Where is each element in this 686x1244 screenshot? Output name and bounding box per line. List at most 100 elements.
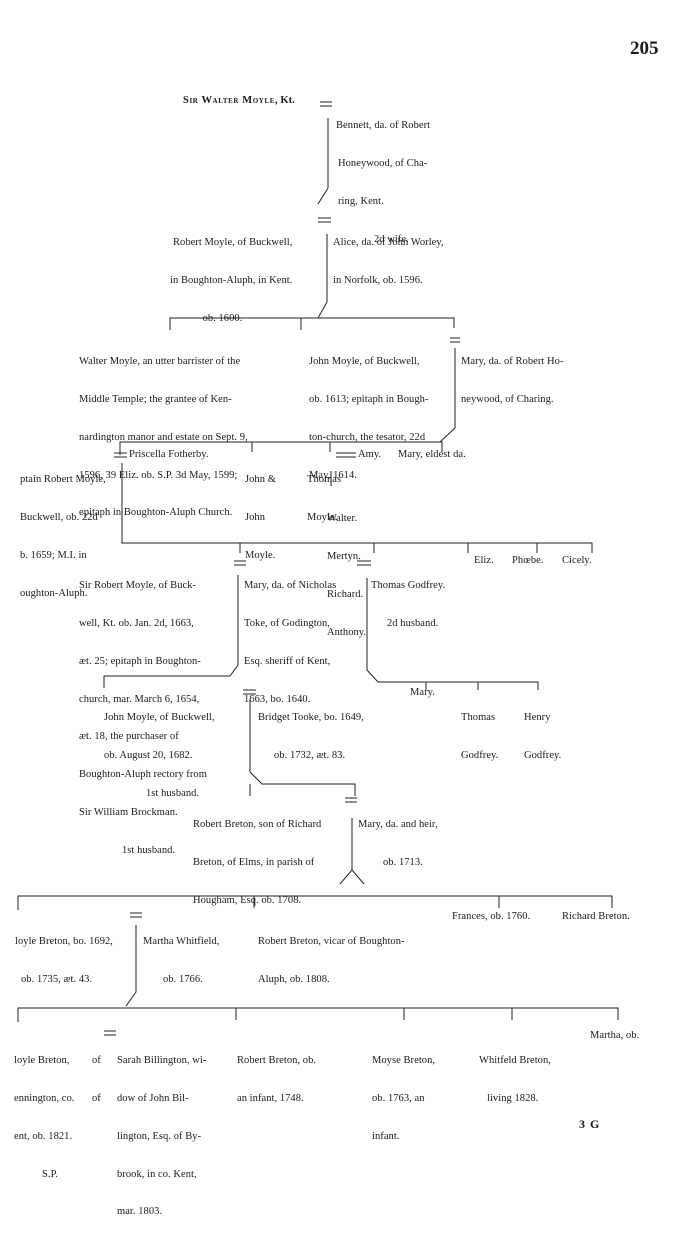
entry-line: 1596, 39 Eliz. ob. S.P. 3d May, 1599; — [79, 469, 238, 481]
entry-line: Robert Breton, ob. — [237, 1055, 317, 1067]
mary-toke-entry: Mary, da. of Nicholas Toke, of Godington… — [244, 555, 336, 731]
bridget-tooke-entry: Bridget Tooke, bo. 1649, ob. 1732, æt. 8… — [258, 687, 364, 788]
of-column: of of — [92, 1030, 103, 1131]
entry-line: Thomas Godfrey. — [371, 580, 446, 592]
thomas-moyle-children-list: Walter. Mertyn. Richard. Anthony. — [327, 488, 366, 664]
entry-line: Whitfeld Breton, — [479, 1055, 551, 1067]
thomas-godfrey-entry: Thomas Godfrey. 2d husband. — [371, 555, 445, 656]
entry-line: Bennett, da. of Robert — [336, 120, 431, 132]
entry-line: oughton-Aluph. — [20, 587, 88, 599]
entry-line: Aluph, ob. 1808. — [258, 973, 330, 985]
captain-robert-moyle-entry: ptain Robert Moyle, Buckwell, ob. 22d b.… — [20, 449, 106, 625]
moyse-breton-entry: Moyse Breton, ob. 1763, an infant. — [372, 1030, 435, 1169]
entry-line: Mary, da. and heir, — [358, 819, 438, 831]
moyle-breton-1821-entry: loyle Breton, ennington, co. ent, ob. 18… — [14, 1030, 74, 1206]
entry-line: Honeywood, of Cha- — [338, 157, 428, 169]
entry-line: Thomas — [461, 712, 496, 724]
eliz-entry: Eliz. — [474, 555, 494, 566]
entry-line: Breton, of Elms, in parish of — [193, 856, 315, 868]
entry-line: Sarah Billington, wi- — [117, 1055, 207, 1067]
walter-moyle-barrister-entry: Walter Moyle, an utter barrister of the … — [79, 331, 248, 545]
richard-breton-entry: Richard Breton. — [562, 911, 630, 922]
entry-line: Hougham, Esq. ob. 1708. — [193, 894, 302, 906]
entry-line: æt. 25; epitaph in Boughton- — [79, 655, 201, 667]
entry-line: Robert Breton, son of Richard — [193, 819, 322, 831]
entry-line: ob. 1732, æt. 83. — [274, 749, 346, 761]
sir-walter-moyle-name: Sir Walter Moyle — [183, 95, 276, 106]
sarah-billington-entry: Sarah Billington, wi- dow of John Bil- l… — [117, 1030, 206, 1244]
entry-line: ob. August 20, 1682. — [104, 749, 193, 761]
cicely-entry: Cicely. — [562, 555, 592, 566]
martha-whitfield-entry: Martha Whitfield, ob. 1766. — [143, 911, 219, 1012]
entry-line: ennington, co. — [14, 1092, 75, 1104]
robert-breton-vicar-entry: Robert Breton, vicar of Boughton- Aluph,… — [258, 911, 405, 1012]
whitfeld-breton-entry: Whitfeld Breton, living 1828. — [479, 1030, 551, 1131]
entry-line: Walter. — [327, 513, 358, 525]
entry-line: church, mar. March 6, 1654, — [79, 693, 200, 705]
entry-line: ring, Kent. — [338, 195, 384, 207]
entry-line: of — [92, 1092, 101, 1104]
john-moyle-testator-entry: John Moyle, of Buckwell, ob. 1613; epita… — [309, 331, 428, 507]
entry-line: Walter Moyle, an utter barrister of the — [79, 356, 241, 368]
robert-moyle-entry: Robert Moyle, of Buckwell, in Boughton-A… — [170, 212, 292, 351]
entry-line: ptain Robert Moyle, — [20, 474, 106, 486]
entry-line: Middle Temple; the grantee of Ken- — [79, 393, 232, 405]
entry-line: John Moyle, of Buckwell, — [104, 712, 215, 724]
entry-line: Martha Whitfield, — [143, 936, 220, 948]
john-and-john-moyle-entry: John & John Moyle. — [245, 449, 276, 588]
entry-line: Mary, da. of Nicholas — [244, 580, 337, 592]
entry-line: loyle Breton, — [14, 1055, 70, 1067]
entry-line: Bridget Tooke, bo. 1649, — [258, 712, 364, 724]
entry-line: Alice, da. of John Worley, — [333, 237, 444, 249]
mary-honeywood-entry: Mary, da. of Robert Ho- neywood, of Char… — [461, 331, 564, 432]
entry-line: Buckwell, ob. 22d — [20, 511, 98, 523]
entry-line: May, 1614. — [309, 469, 357, 481]
entry-line: ob. 1713. — [383, 856, 423, 868]
entry-line: in Norfolk, ob. 1596. — [333, 274, 423, 286]
entry-line: Sir Robert Moyle, of Buck- — [79, 580, 197, 592]
entry-line: Moyse Breton, — [372, 1055, 436, 1067]
entry-line: Mertyn. — [327, 550, 361, 562]
john-moyle-1682-entry: John Moyle, of Buckwell, ob. August 20, … — [104, 687, 215, 826]
entry-line: an infant, 1748. — [237, 1092, 304, 1104]
robert-breton-entry: Robert Breton, son of Richard Breton, of… — [193, 794, 321, 933]
thomas-moyle-entry: Thomas Moyle. — [307, 449, 341, 550]
martha-breton-entry: Martha, ob. — [590, 1030, 640, 1041]
bennett-honeywood-entry: Bennett, da. of Robert Honeywood, of Cha… — [336, 95, 430, 271]
mary-godfrey-entry: Mary. — [410, 687, 435, 698]
entry-line: well, Kt. ob. Jan. 2d, 1663, — [79, 617, 194, 629]
entry-line: Mary, da. of Robert Ho- — [461, 356, 564, 368]
entry-line: infant. — [372, 1130, 400, 1142]
entry-line: Richard. — [327, 588, 364, 600]
entry-line: Esq. sheriff of Kent, — [244, 655, 331, 667]
entry-line: 1663, bo. 1640. — [244, 693, 311, 705]
entry-line: loyle Breton, bo. 1692, — [15, 936, 113, 948]
page-number: 205 — [630, 38, 659, 59]
entry-line: ob. 1735, æt. 43. — [21, 973, 93, 985]
pedigree-page: 205 3 G Sir Walter Moyle, Kt. Bennett, d… — [14, 38, 659, 1217]
entry-line: ob. 1613; epitaph in Bough- — [309, 393, 429, 405]
entry-line: of — [92, 1055, 101, 1067]
entry-line: John — [245, 511, 266, 523]
entry-line: 1st husband. — [122, 844, 176, 856]
entry-line: nardington manor and estate on Sept. 9, — [79, 431, 248, 443]
thomas-godfrey-jr-entry: Thomas Godfrey. — [461, 687, 498, 788]
entry-line: Henry — [524, 712, 551, 724]
entry-line: Moyle. — [307, 511, 338, 523]
entry-line: Robert Moyle, of Buckwell, — [172, 237, 293, 249]
moyle-breton-1692-entry: loyle Breton, bo. 1692, ob. 1735, æt. 43… — [15, 911, 113, 1012]
amy-entry: Amy. — [358, 449, 382, 460]
entry-line: Moyle. — [245, 549, 276, 561]
entry-line: epitaph in Boughton-Aluph Church. — [79, 507, 233, 519]
entry-line: ton-church, the tesator, 22d — [309, 431, 426, 443]
entry-line: ob. 1600. — [202, 312, 243, 324]
entry-line: S.P. — [42, 1168, 58, 1180]
mary-heir-entry: Mary, da. and heir, ob. 1713. — [358, 794, 438, 895]
printer-signature-mark: 3 G — [579, 1117, 601, 1131]
entry-line: dow of John Bil- — [117, 1092, 189, 1104]
alice-worley-entry: Alice, da. of John Worley, in Norfolk, o… — [333, 212, 444, 313]
entry-line: Thomas — [307, 474, 342, 486]
entry-line: lington, Esq. of By- — [117, 1130, 202, 1142]
entry-line: living 1828. — [487, 1092, 539, 1104]
entry-line: Godfrey. — [461, 749, 499, 761]
